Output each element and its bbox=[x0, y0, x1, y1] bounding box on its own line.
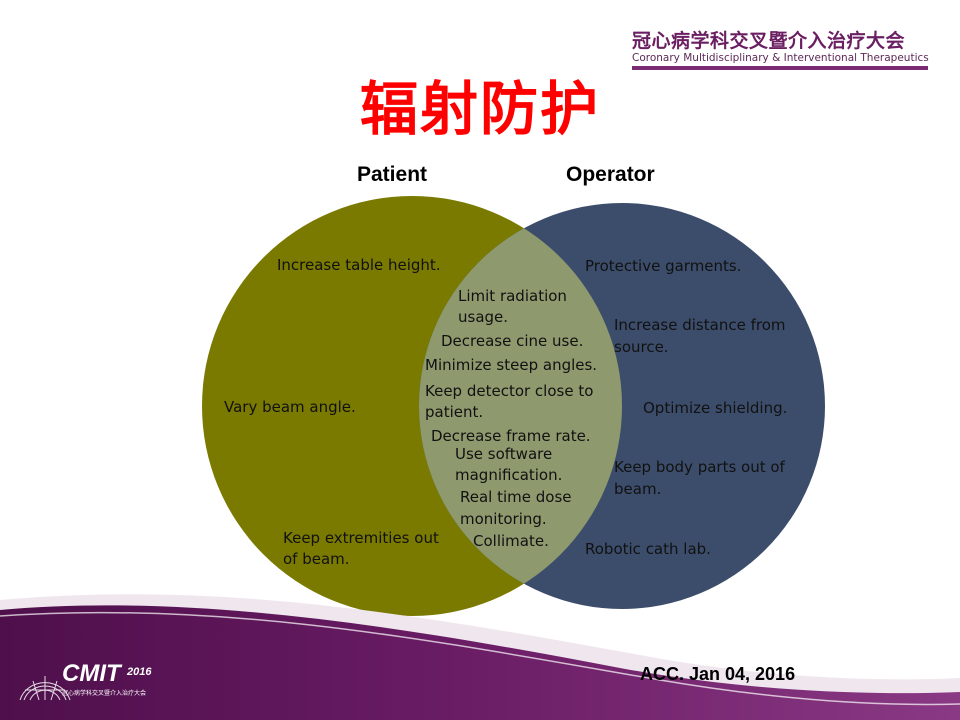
shared-item: Real time dose bbox=[460, 488, 572, 506]
shared-item: Use software bbox=[455, 445, 553, 463]
patient-item: Vary beam angle. bbox=[224, 398, 356, 416]
cmit-logo-text: CMIT bbox=[62, 660, 121, 687]
operator-item: Robotic cath lab. bbox=[585, 540, 711, 558]
cmit-logo-subtitle: 冠心病学科交叉暨介入治疗大会 bbox=[62, 690, 147, 697]
shared-item: Decrease frame rate. bbox=[431, 427, 591, 445]
intersection-region bbox=[419, 203, 622, 609]
operator-item: Increase distance from bbox=[614, 316, 786, 334]
operator-label: Operator bbox=[566, 163, 655, 186]
shared-item: Decrease cine use. bbox=[441, 332, 584, 350]
shared-item: monitoring. bbox=[460, 510, 547, 528]
patient-item: Increase table height. bbox=[277, 256, 441, 274]
footer-wave bbox=[0, 594, 960, 720]
patient-item: Keep extremities out bbox=[283, 529, 439, 547]
cmit-logo bbox=[19, 676, 71, 701]
shared-item: patient. bbox=[425, 403, 484, 421]
shared-item: Limit radiation bbox=[458, 287, 567, 305]
patient-item: of beam. bbox=[283, 550, 350, 568]
source-note: ACC. Jan 04, 2016 bbox=[640, 664, 796, 684]
cmit-logo-year: 2016 bbox=[127, 666, 152, 678]
patient-label: Patient bbox=[357, 163, 428, 186]
shared-item: magnification. bbox=[455, 466, 563, 484]
operator-item: beam. bbox=[614, 480, 662, 498]
slide-title: 辐射防护 bbox=[359, 75, 600, 143]
operator-item: Protective garments. bbox=[585, 257, 742, 275]
shared-item: usage. bbox=[458, 308, 509, 326]
header-accent-bar bbox=[632, 66, 928, 70]
shared-item: Minimize steep angles. bbox=[425, 356, 598, 374]
operator-item: Optimize shielding. bbox=[643, 399, 788, 417]
conference-name-en: Coronary Multidisciplinary & Interventio… bbox=[632, 52, 929, 64]
shared-item: Collimate. bbox=[473, 532, 549, 550]
shared-item: Keep detector close to bbox=[425, 382, 594, 400]
conference-name-cn: 冠心病学科交叉暨介入治疗大会 bbox=[632, 30, 906, 52]
operator-item: source. bbox=[614, 338, 669, 356]
operator-item: Keep body parts out of bbox=[614, 458, 785, 476]
